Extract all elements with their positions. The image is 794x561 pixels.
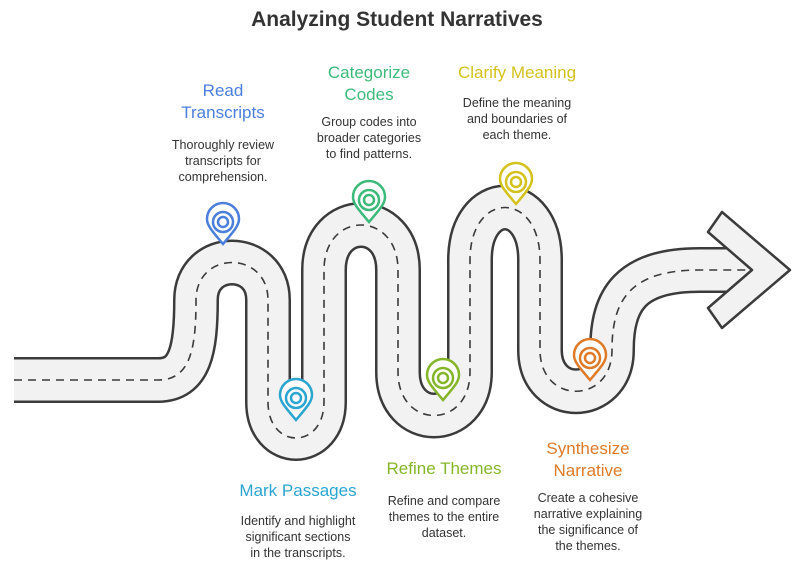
step-title-line: Codes [344,85,394,104]
map-pin-icon [572,337,608,382]
step-title-line: Categorize [327,63,411,82]
map-pin-icon [498,161,534,206]
desc-line: Create a cohesive [537,491,639,505]
map-pin-icon [278,377,314,422]
step-desc-mark-passages: Identify and highlight significant secti… [223,513,373,561]
step-title-categorize-codes: Categorize Codes [309,62,429,106]
pin-mark-passages [278,377,314,422]
step-title-line: Read [202,81,244,100]
map-pin-icon [425,357,461,402]
desc-line: to find patterns. [325,147,413,161]
pin-read-transcripts [205,201,241,246]
pin-refine-themes [425,357,461,402]
desc-line: dataset. [421,526,467,540]
desc-line: in the transcripts. [250,546,346,560]
step-title-line: Clarify Meaning [457,63,577,82]
step-desc-refine-themes: Refine and compare themes to the entire … [374,493,514,541]
desc-line: Refine and compare [387,494,501,508]
step-title-read-transcripts: Read Transcripts [163,80,283,124]
desc-line: the significance of [537,523,639,537]
step-desc-synthesize-narrative: Create a cohesive narrative explaining t… [518,490,658,554]
desc-line: each theme. [482,128,552,142]
step-title-line: Mark Passages [239,481,357,500]
desc-line: Group codes into [321,115,417,129]
step-desc-categorize-codes: Group codes into broader categories to f… [299,114,439,162]
desc-line: comprehension. [178,170,268,184]
arrow-head-outline [706,210,792,330]
desc-line: and boundaries of [466,112,568,126]
road-surface [14,187,760,459]
desc-line: Thoroughly review [171,138,275,152]
pin-clarify-meaning [498,161,534,206]
desc-line: transcripts for [185,154,261,168]
pin-categorize-codes [351,179,387,224]
diagram-title: Analyzing Student Narratives [251,8,543,31]
step-title-line: Narrative [553,461,623,480]
map-pin-icon [205,201,241,246]
step-title-line: Synthesize [546,439,630,458]
desc-line: Define the meaning [462,96,572,110]
desc-line: broader categories [316,131,422,145]
step-desc-clarify-meaning: Define the meaning and boundaries of eac… [447,95,587,143]
step-desc-read-transcripts: Thoroughly review transcripts for compre… [153,137,293,185]
map-pin-icon [351,179,387,224]
step-title-line: Transcripts [181,103,265,122]
desc-line: themes to the entire [388,510,500,524]
step-title-synthesize-narrative: Synthesize Narrative [528,438,648,482]
desc-line: significant sections [245,530,351,544]
pin-synthesize-narrative [572,337,608,382]
desc-line: Identify and highlight [240,514,356,528]
step-title-clarify-meaning: Clarify Meaning [447,62,587,84]
step-title-refine-themes: Refine Themes [374,458,514,480]
desc-line: narrative explaining [533,507,643,521]
desc-line: the themes. [555,539,621,553]
step-title-line: Refine Themes [386,459,502,478]
road-center-line [14,206,760,439]
step-title-mark-passages: Mark Passages [218,480,378,502]
